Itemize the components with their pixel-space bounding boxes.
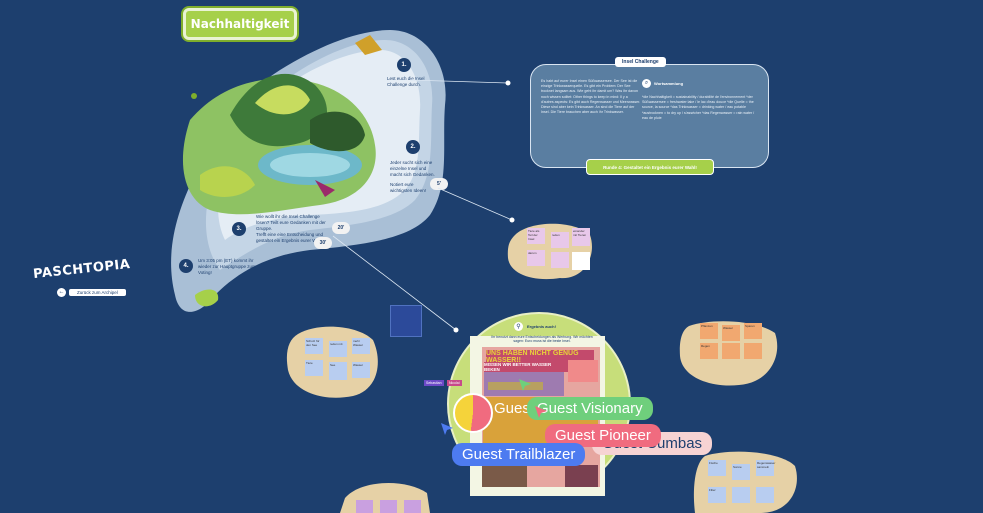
pin-icon: ⚲ xyxy=(514,322,523,331)
sticky-note[interactable] xyxy=(732,487,750,503)
result-pin-label: Ergebnis auch! xyxy=(527,324,556,329)
sticky-note[interactable]: Regenwasser sammeln xyxy=(756,460,775,476)
step-1-num-text: 1. xyxy=(401,62,407,68)
cursor-label-trailblazer: Guest Trailblazer xyxy=(452,443,586,466)
board-title[interactable]: Nachhaltigkeit xyxy=(183,8,297,40)
tree-icon xyxy=(190,88,198,99)
cursor-label-visionary: Guest Visionary xyxy=(527,397,653,420)
poster-sub: MISSEN WIR BETTER WASSER BEKEN xyxy=(484,362,568,372)
shape-square[interactable] xyxy=(390,305,422,337)
search-icon: ⌕ xyxy=(642,79,651,88)
sticky-note[interactable] xyxy=(404,500,421,513)
poster-photo xyxy=(488,382,543,390)
step-number-1: 1. xyxy=(397,58,411,72)
back-button-label: Zurück zum Archipel xyxy=(69,288,126,296)
step-3-note: Trefft eine eine Entscheidung und gestal… xyxy=(256,232,324,244)
board-title-text: Nachhaltigkeit xyxy=(190,17,290,31)
cursor-arrow-icon xyxy=(441,423,453,435)
step-2-text: Jeder sucht sich eine einzelne Insel und… xyxy=(390,160,435,178)
sticky-note[interactable]: Wasser xyxy=(352,362,370,378)
poster-headline: UNS HABEN NICHT GENUG WASSER!! xyxy=(486,350,594,364)
step-number-4: 4. xyxy=(179,259,193,273)
sticky-note[interactable]: Pflanzen xyxy=(700,323,718,339)
timer-5-text: 5' xyxy=(437,181,441,187)
cursor-arrow-icon xyxy=(535,406,547,418)
round-4-banner: Runde 4: Gestaltet ein Ergebnis eurer Wa… xyxy=(586,159,714,175)
sticky-note[interactable]: reden mit xyxy=(329,341,347,357)
sticky-note[interactable]: Sparen xyxy=(744,323,762,339)
step-number-3: 3. xyxy=(232,222,246,236)
sticky-note[interactable]: Wasser xyxy=(722,325,740,341)
sticky-note[interactable]: Regen xyxy=(700,343,718,359)
sticky-note[interactable]: reden xyxy=(551,232,569,248)
sticky-note[interactable]: Fische xyxy=(708,460,726,476)
poster-photo xyxy=(565,465,598,487)
arrow-left-icon: ← xyxy=(57,287,66,297)
challenge-text: Es habt auf eurer Insel einen Süßwassers… xyxy=(541,79,641,115)
sticky-note[interactable]: Schutz für den See xyxy=(305,338,323,354)
island-challenge-panel[interactable]: Insel Challenge Es habt auf eurer Insel … xyxy=(530,57,769,168)
sticky-note[interactable] xyxy=(744,343,762,359)
step-4-text: Um 3:05 pm (ET) kommt ihr wieder zur Hau… xyxy=(198,258,256,276)
sticky-note[interactable] xyxy=(551,252,569,268)
step-number-2: 2. xyxy=(406,140,420,154)
step-2-num-text: 2. xyxy=(410,144,416,150)
poster-photo xyxy=(568,360,598,382)
step-1-text: Lest euch die Insel Challenge durch. xyxy=(387,76,425,88)
sticky-note[interactable]: Filter xyxy=(708,487,726,503)
partial-cursor-label: Gues xyxy=(494,400,530,417)
cursor-label-pioneer: Guest Pioneer xyxy=(545,424,661,447)
sticky-group-top: Tiere als Teil der Insel reden einander … xyxy=(527,228,597,278)
sticky-note[interactable] xyxy=(380,500,397,513)
sticky-note[interactable]: Sonne xyxy=(732,464,750,480)
sticky-note[interactable]: einander mit Tieren xyxy=(572,228,590,246)
sticky-note[interactable] xyxy=(756,487,774,503)
cursor-tag: Nicolai xyxy=(447,380,462,386)
back-to-archipel-button[interactable]: ← Zurück zum Archipel xyxy=(57,287,126,297)
timer-30-text: 30' xyxy=(319,240,327,246)
timer-20-text: 20' xyxy=(337,225,345,231)
step-3-text: Wie wollt ihr die Insel Challenge lösen?… xyxy=(256,214,326,232)
result-intro: Ihr benutzt dann eure Entscheidungen als… xyxy=(491,335,593,343)
sticky-note[interactable]: Tiere xyxy=(305,360,323,376)
wordlist-text: *die Nachhaltigkeit = sustainability / d… xyxy=(642,95,755,120)
step-4-num-text: 4. xyxy=(183,263,189,269)
step-3-num-text: 3. xyxy=(236,226,242,232)
pie-sticker[interactable] xyxy=(453,393,493,433)
challenge-chip: Insel Challenge xyxy=(615,57,666,67)
island-illustration xyxy=(171,30,446,312)
timer-20: 20' xyxy=(332,222,350,234)
sticky-note[interactable]: See xyxy=(329,362,347,380)
wordlist-title: Wortsammlung xyxy=(654,81,684,86)
step-2-note: Notiert eure wichtigsten Ideen! xyxy=(390,182,427,194)
timer-30: 30' xyxy=(314,237,332,249)
cursor-tag: Sebastian xyxy=(424,380,444,386)
timer-5: 5' xyxy=(430,178,448,190)
sticky-note[interactable] xyxy=(356,500,373,513)
cursor-arrow-icon xyxy=(519,379,531,391)
sticky-note[interactable] xyxy=(722,343,740,359)
sticky-note[interactable]: Tiere als Teil der Insel xyxy=(527,228,545,244)
sticky-group-bottom-right: Fische Sonne Regenwasser sammeln Filter xyxy=(708,460,778,510)
poster-photo xyxy=(482,463,527,487)
sticky-note[interactable]: darum xyxy=(527,250,545,266)
sticky-group-left: Schutz für den See reden mit mehr Wasser… xyxy=(305,338,375,388)
sticky-note[interactable] xyxy=(572,252,590,270)
sticky-group-right: Pflanzen Wasser Sparen Regen xyxy=(700,323,770,368)
sticky-note[interactable]: mehr Wasser xyxy=(352,338,370,354)
